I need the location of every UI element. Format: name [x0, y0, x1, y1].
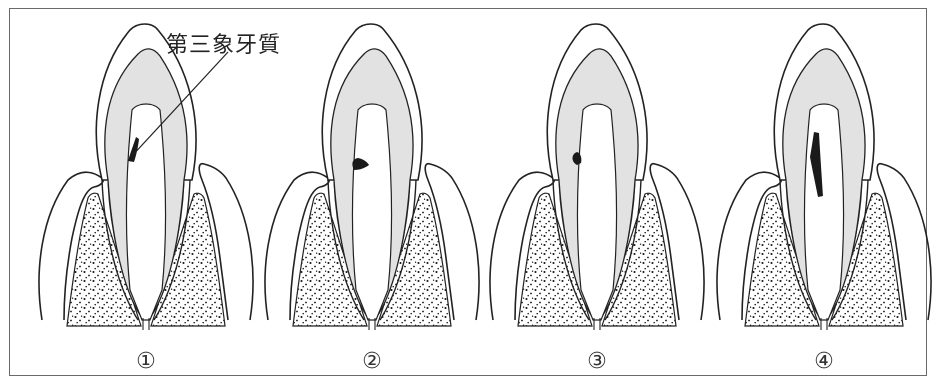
tooth-panel-1 [39, 24, 253, 330]
panel-label-1: ① [131, 350, 161, 374]
panel-label-4: ④ [809, 350, 839, 374]
panel-label-3: ③ [582, 350, 612, 374]
tertiary-dentin-label: 第三象牙質 [166, 27, 281, 59]
pulp-cavity [577, 104, 616, 320]
pulp-cavity [126, 104, 165, 320]
tooth-panel-4 [717, 24, 931, 330]
tooth-panel-3 [490, 24, 704, 330]
pulp-cavity [352, 104, 391, 320]
pulp-cavity [804, 104, 843, 320]
tooth-panel-2 [265, 24, 479, 330]
panel-label-2: ② [357, 350, 387, 374]
